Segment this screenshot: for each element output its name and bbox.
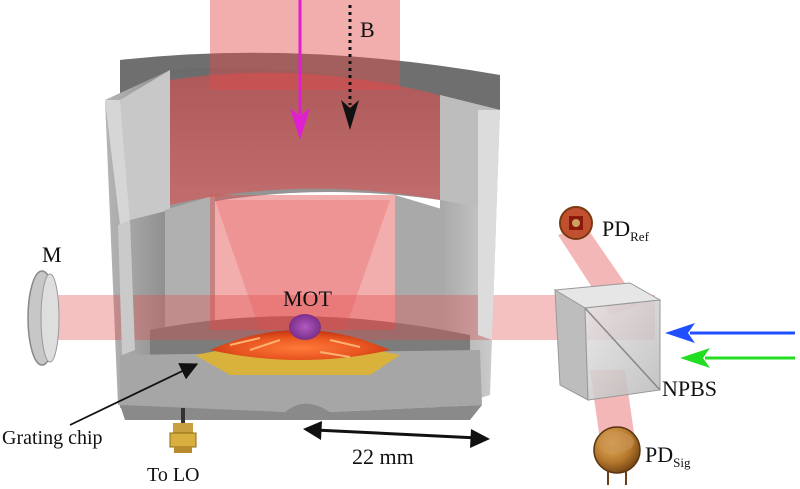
npbs-cube (553, 282, 662, 401)
pd-sig-label: PDSig (645, 442, 691, 470)
lo-connector (169, 408, 197, 453)
pd-sig-main: PD (645, 442, 673, 467)
b-field-arrow (341, 5, 359, 130)
blue-beam-arrow (665, 323, 795, 343)
mot-label: MOT (283, 286, 332, 311)
pd-ref-subscript: Ref (630, 229, 649, 244)
to-lo-label: To LO (147, 464, 199, 486)
pd-sig-subscript: Sig (673, 455, 691, 470)
b-field-label: B (360, 17, 375, 42)
dimension-arrow (303, 421, 490, 448)
mirror-label: M (42, 242, 62, 267)
photodiode-reference (559, 206, 593, 240)
vertical-laser-beam (170, 0, 440, 330)
grating-chip (195, 330, 400, 375)
photodiode-signal (593, 426, 641, 485)
pd-ref-main: PD (602, 216, 630, 241)
dimension-label: 22 mm (352, 444, 414, 469)
grating-chip-label: Grating chip (2, 427, 103, 449)
pd-ref-label: PDRef (602, 216, 650, 244)
mirror (27, 270, 60, 366)
npbs-label: NPBS (662, 376, 717, 401)
horizontal-laser-beam (55, 295, 655, 340)
grating-chip-pointer (69, 363, 199, 426)
green-beam-arrow (680, 348, 795, 368)
chamber-front (105, 100, 500, 355)
magenta-beam-arrow (290, 0, 310, 140)
mot-cloud (289, 314, 321, 340)
